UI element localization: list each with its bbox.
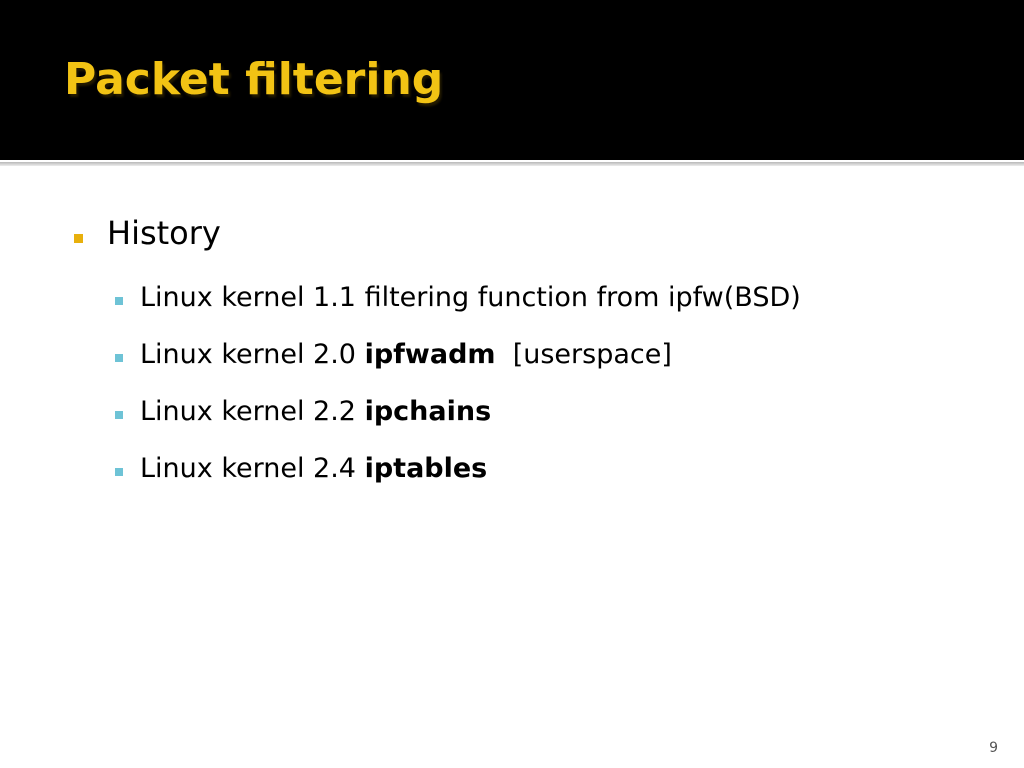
square-bullet-icon bbox=[115, 297, 123, 305]
title-divider bbox=[0, 162, 1024, 166]
slide-title: Packet filtering bbox=[64, 54, 444, 105]
page-number: 9 bbox=[989, 740, 998, 756]
sub-bullet-text: Linux kernel 1.1 filtering function from… bbox=[140, 282, 801, 313]
square-bullet-icon bbox=[115, 411, 123, 419]
sub-bullet-item: Linux kernel 2.4 iptables bbox=[0, 453, 1024, 493]
square-bullet-icon bbox=[115, 468, 123, 476]
sub-bullet-text: Linux kernel 2.0 ipfwadm [userspace] bbox=[140, 339, 672, 370]
sub-bullet-item: Linux kernel 1.1 filtering function from… bbox=[0, 282, 1024, 322]
square-bullet-icon bbox=[115, 354, 123, 362]
sub-bullet-item: Linux kernel 2.0 ipfwadm [userspace] bbox=[0, 339, 1024, 379]
sub-bullet-text: Linux kernel 2.2 ipchains bbox=[140, 396, 492, 427]
sub-bullet-text: Linux kernel 2.4 iptables bbox=[140, 453, 488, 484]
square-bullet-icon bbox=[74, 234, 83, 243]
title-bar: Packet filtering bbox=[0, 0, 1024, 160]
sub-bullet-item: Linux kernel 2.2 ipchains bbox=[0, 396, 1024, 436]
bullet-heading: History bbox=[107, 214, 221, 252]
